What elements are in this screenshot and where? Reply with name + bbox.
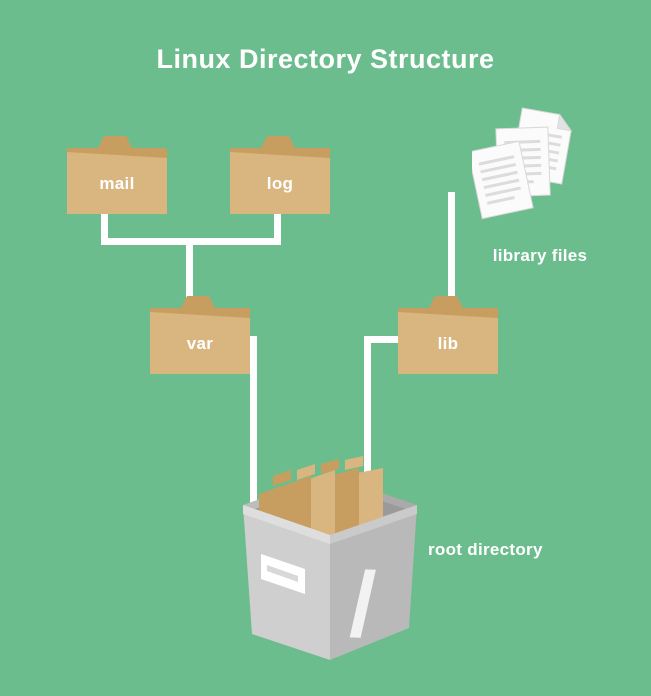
var-folder-icon	[150, 296, 250, 374]
mail-folder-icon	[67, 136, 167, 214]
root-box-icon: /	[243, 456, 417, 660]
folder-mail-label: mail	[99, 174, 135, 193]
connector-var-to-root	[250, 336, 257, 508]
connector-lib-to-root	[364, 336, 371, 486]
documents-icon	[467, 107, 573, 220]
connector-lib-stub	[364, 336, 398, 343]
lib-folder-icon	[398, 296, 498, 374]
folder-log: log	[225, 128, 335, 218]
page-title: Linux Directory Structure	[156, 44, 495, 74]
connector-mail-down	[101, 206, 108, 245]
root-directory-box: /	[233, 438, 423, 668]
library-files	[467, 106, 592, 241]
connector-log-down	[274, 206, 281, 245]
library-files-label: library files	[492, 246, 588, 265]
root-slash: /	[348, 554, 377, 657]
folder-var: var	[145, 288, 255, 378]
folder-lib-label: lib	[437, 334, 459, 353]
log-folder-icon	[230, 136, 330, 214]
connector-join-to-var	[186, 238, 193, 310]
folder-log-label: log	[266, 174, 294, 193]
root-directory-label: root directory	[428, 540, 543, 559]
folder-mail: mail	[62, 128, 172, 218]
folder-lib: lib	[393, 288, 503, 378]
connector-lib-to-files	[448, 192, 455, 310]
folder-var-label: var	[186, 334, 214, 353]
box-label-sticker	[261, 554, 305, 594]
